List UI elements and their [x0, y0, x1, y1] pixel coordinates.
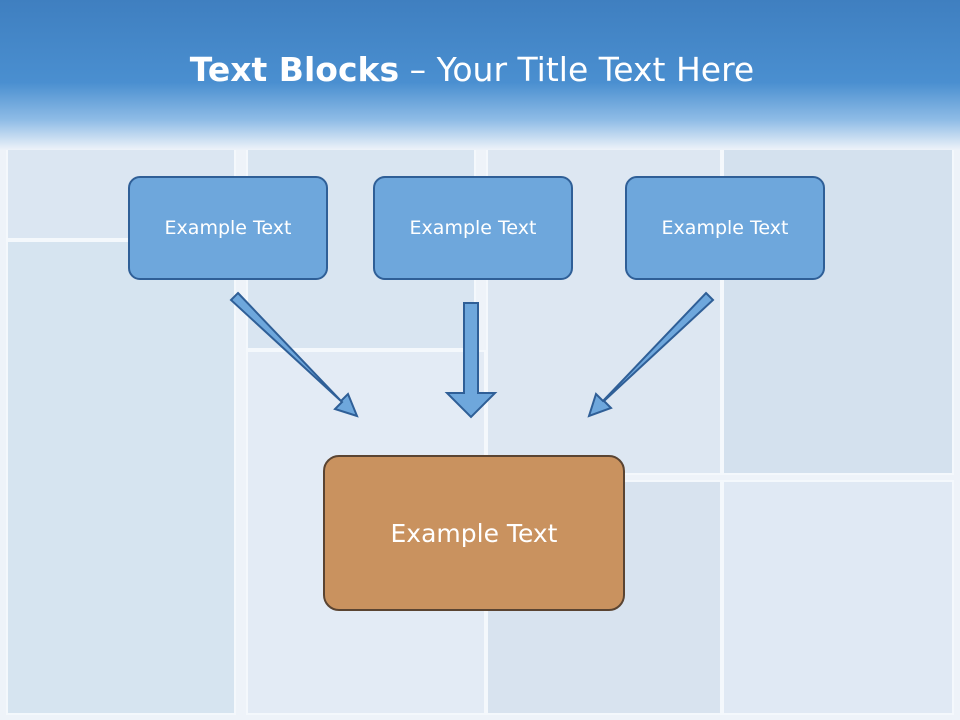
- main-text-block[interactable]: Example Text: [323, 455, 625, 611]
- slide-title-rest: – Your Title Text Here: [409, 50, 755, 89]
- arrow-middle: [444, 302, 498, 419]
- text-block-2[interactable]: Example Text: [373, 176, 573, 280]
- title-bar: [0, 0, 960, 150]
- text-block-1[interactable]: Example Text: [128, 176, 328, 280]
- photo-tile: [6, 240, 236, 715]
- text-block-3[interactable]: Example Text: [625, 176, 825, 280]
- photo-tile: [722, 480, 954, 715]
- slide-title-bold: Text Blocks: [189, 50, 400, 89]
- slide-title: Text Blocks – Your Title Text Here: [0, 50, 944, 89]
- arrow-left: [229, 291, 359, 418]
- arrow-right: [587, 291, 715, 418]
